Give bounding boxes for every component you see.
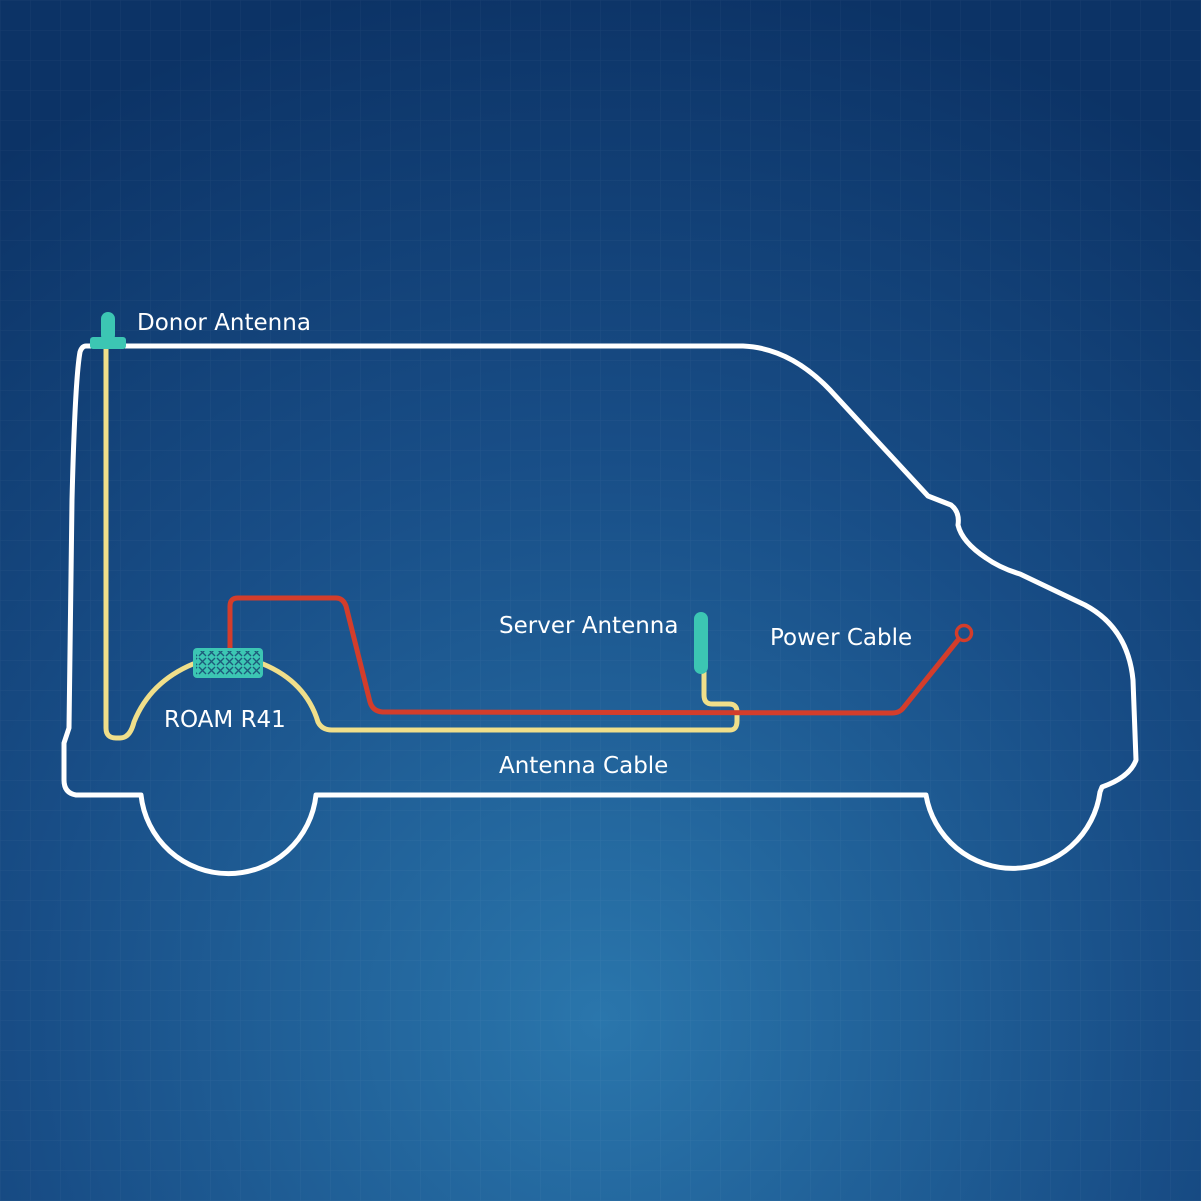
server-antenna-icon: [694, 612, 708, 674]
antenna-cable-label: Antenna Cable: [499, 753, 668, 779]
antenna-cable: [103, 342, 740, 741]
van-outline: [61, 343, 1139, 877]
booster-label: ROAM R41: [164, 707, 286, 733]
server-antenna-label: Server Antenna: [499, 613, 678, 639]
power-cable-label: Power Cable: [770, 625, 912, 651]
power-cable: [227, 595, 961, 716]
signal-booster-icon: [193, 648, 263, 678]
donor-antenna-label: Donor Antenna: [137, 310, 311, 336]
donor-antenna-icon: [90, 312, 126, 349]
plug-icon: [954, 623, 974, 643]
